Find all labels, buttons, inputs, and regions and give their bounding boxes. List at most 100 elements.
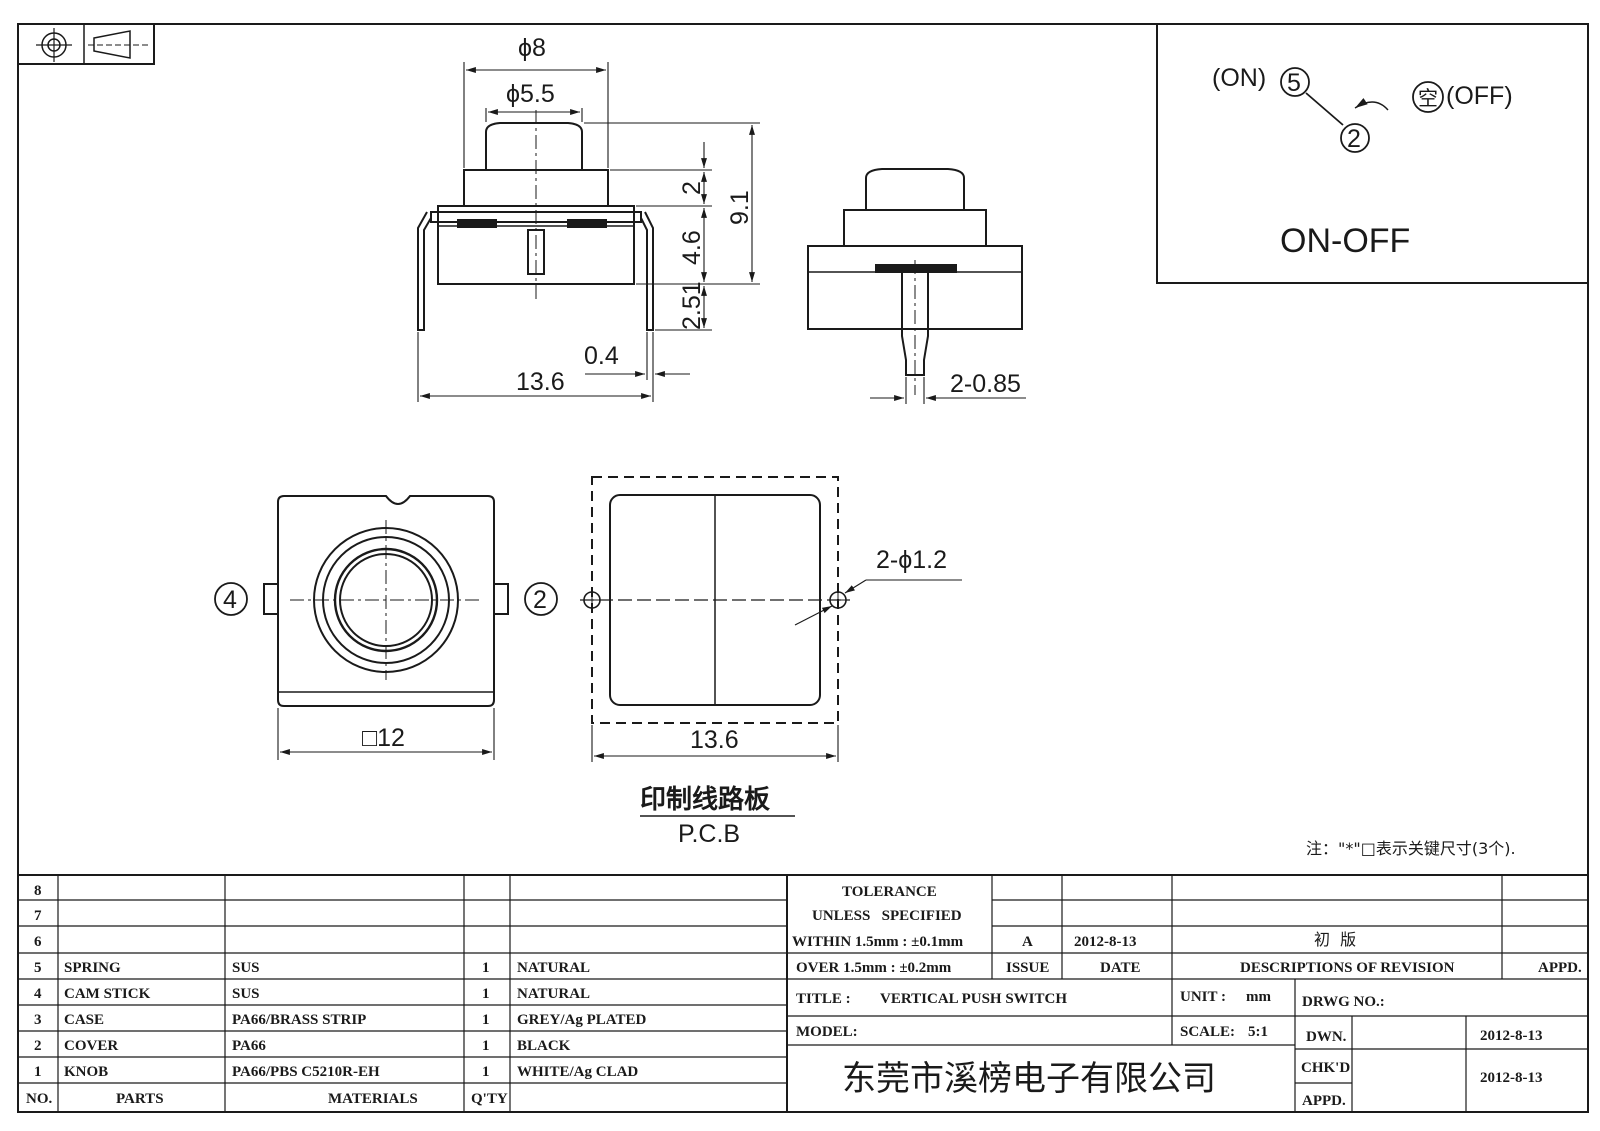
top-view bbox=[263, 495, 509, 707]
title-label: TITLE : bbox=[796, 991, 851, 1007]
unit-value: mm bbox=[1246, 989, 1271, 1005]
switch-arrow-icon bbox=[1354, 97, 1389, 111]
part-3: CASE bbox=[64, 1012, 104, 1028]
tolerance-line-4: OVER 1.5mm : ±0.2mm bbox=[796, 960, 952, 976]
dwn-date: 2012-8-13 bbox=[1480, 1028, 1543, 1044]
tolerance-block: TOLERANCE UNLESS SPECIFIED WITHIN 1.5mm … bbox=[792, 884, 964, 976]
material-4: SUS bbox=[232, 986, 260, 1002]
dim-square-body: □12 bbox=[362, 724, 405, 752]
pcb-label-cn: 印制线路板 bbox=[640, 784, 770, 815]
tolerance-line-2: UNLESS SPECIFIED bbox=[812, 908, 962, 924]
qty-2: 1 bbox=[482, 1038, 490, 1054]
pcb-layout bbox=[580, 476, 850, 724]
dim-body-height: 4.6 bbox=[678, 230, 706, 265]
pin-5-circle bbox=[1280, 67, 1310, 97]
switch-type-title: ON-OFF bbox=[1280, 222, 1410, 260]
finish-5: NATURAL bbox=[517, 960, 590, 976]
dim-knob-outer: ϕ8 bbox=[518, 34, 546, 62]
title-block: TITLE : VERTICAL PUSH SWITCH UNIT : mm D… bbox=[796, 989, 1543, 1109]
row-no-1: 1 bbox=[34, 1064, 42, 1080]
pin-4-circle bbox=[214, 582, 248, 616]
part-1: KNOB bbox=[64, 1064, 108, 1080]
scale-label: SCALE: bbox=[1180, 1024, 1235, 1040]
pin-2-side-circle bbox=[524, 582, 558, 616]
dim-hole-dia: 2-ϕ1.2 bbox=[876, 546, 947, 574]
part-5: SPRING bbox=[64, 960, 121, 976]
header-parts: PARTS bbox=[116, 1091, 164, 1107]
model-label: MODEL: bbox=[796, 1024, 858, 1040]
material-5: SUS bbox=[232, 960, 260, 976]
header-materials: MATERIALS bbox=[328, 1091, 418, 1107]
tolerance-line-1: TOLERANCE bbox=[842, 884, 937, 900]
pin-2-circle bbox=[1340, 123, 1370, 153]
projection-symbol-box bbox=[17, 23, 155, 65]
side-view bbox=[807, 168, 1023, 395]
dim-width-front: 13.6 bbox=[516, 368, 565, 396]
dim-pin-length: 2.51 bbox=[678, 281, 706, 330]
front-view-dimensions bbox=[417, 62, 760, 402]
qty-5: 1 bbox=[482, 960, 490, 976]
pin-4-label: 4 bbox=[223, 586, 237, 614]
key-dimension-note: 注："*"□表示关键尺寸(3个). bbox=[1306, 839, 1516, 858]
header-qty: Q'TY bbox=[471, 1091, 508, 1107]
cone-projection-icon bbox=[88, 30, 148, 59]
off-glyph-circle bbox=[1412, 81, 1444, 113]
revision-date: 2012-8-13 bbox=[1074, 934, 1137, 950]
row-no-6: 6 bbox=[34, 934, 42, 950]
qty-3: 1 bbox=[482, 1012, 490, 1028]
row-no-7: 7 bbox=[34, 908, 42, 924]
revision-block: A 2012-8-13 初 版 ISSUE DATE DESCRIPTIONS … bbox=[1006, 930, 1582, 976]
dim-total-height: 9.1 bbox=[726, 190, 754, 225]
tolerance-line-3: WITHIN 1.5mm : ±0.1mm bbox=[792, 934, 964, 950]
row-no-4: 4 bbox=[34, 986, 42, 1002]
on-label: (ON) bbox=[1212, 64, 1266, 92]
dim-pin-width: 2-0.85 bbox=[950, 370, 1021, 398]
chkd-date: 2012-8-13 bbox=[1480, 1070, 1543, 1086]
finish-3: GREY/Ag PLATED bbox=[517, 1012, 646, 1028]
dim-knob-inner: ϕ5.5 bbox=[506, 80, 555, 108]
title-block-grid bbox=[18, 874, 1588, 1112]
scale-value: 5:1 bbox=[1248, 1024, 1268, 1040]
finish-2: BLACK bbox=[517, 1038, 571, 1054]
row-no-8: 8 bbox=[34, 883, 42, 899]
parts-table: 8 7 6 5 SPRING SUS 1 NATURAL 4 CAM STICK… bbox=[26, 883, 646, 1107]
switch-contact-line bbox=[1305, 92, 1344, 126]
qty-1: 1 bbox=[482, 1064, 490, 1080]
dim-pcb-width: 13.6 bbox=[690, 726, 739, 754]
side-view-dimensions bbox=[870, 377, 1026, 404]
switch-circuit-diagram: (ON) 5 2 空 (OFF) ON-OFF bbox=[1156, 23, 1589, 284]
off-label: (OFF) bbox=[1446, 82, 1513, 110]
material-1: PA66/PBS C5210R-EH bbox=[232, 1064, 380, 1080]
appd-header: APPD. bbox=[1538, 960, 1582, 976]
header-no: NO. bbox=[26, 1091, 53, 1107]
pin-5-label: 5 bbox=[1287, 69, 1301, 97]
top-view-pin-callouts: 4 2 bbox=[214, 582, 558, 616]
pcb-label-en: P.C.B bbox=[678, 820, 740, 848]
sheet-border bbox=[17, 23, 1589, 1113]
chkd-label: CHK'D bbox=[1301, 1060, 1350, 1076]
material-3: PA66/BRASS STRIP bbox=[232, 1012, 366, 1028]
material-2: PA66 bbox=[232, 1038, 266, 1054]
title-value: VERTICAL PUSH SWITCH bbox=[880, 991, 1067, 1007]
row-no-2: 2 bbox=[34, 1038, 42, 1054]
pin-2-label: 2 bbox=[1347, 125, 1361, 153]
revision-issue: A bbox=[1022, 934, 1033, 950]
pcb-dimensions bbox=[591, 579, 962, 762]
front-view bbox=[417, 110, 654, 331]
finish-4: NATURAL bbox=[517, 986, 590, 1002]
row-no-5: 5 bbox=[34, 960, 42, 976]
appd-label: APPD. bbox=[1302, 1093, 1346, 1109]
dwn-label: DWN. bbox=[1306, 1029, 1347, 1045]
drwg-label: DRWG NO.: bbox=[1302, 994, 1385, 1010]
unit-label: UNIT : bbox=[1180, 989, 1226, 1005]
pin-2-side-label: 2 bbox=[533, 586, 547, 614]
position-symbol-icon bbox=[36, 28, 72, 62]
dim-knob-height: 2 bbox=[678, 181, 706, 195]
qty-4: 1 bbox=[482, 986, 490, 1002]
row-no-3: 3 bbox=[34, 1012, 42, 1028]
off-glyph: 空 bbox=[1418, 86, 1438, 110]
finish-1: WHITE/Ag CLAD bbox=[517, 1064, 638, 1080]
issue-header: ISSUE bbox=[1006, 960, 1049, 976]
revision-description: 初 版 bbox=[1314, 930, 1356, 949]
